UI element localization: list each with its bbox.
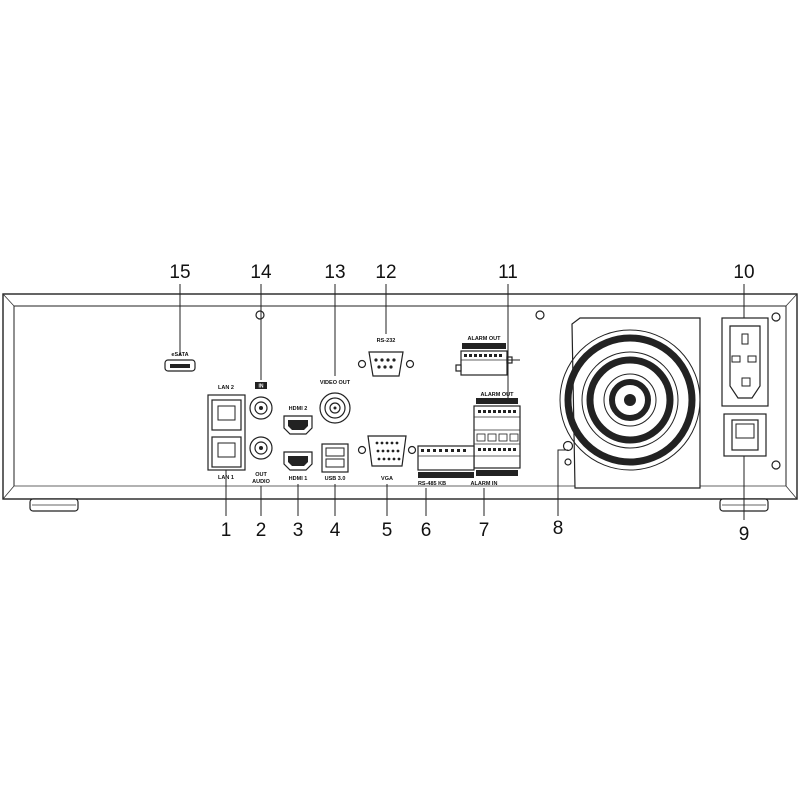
callout-3: 3 [293,520,304,541]
hdmi1-label: HDMI 1 [289,476,308,482]
callout-8: 8 [553,518,564,539]
power-switch [723,413,767,457]
audio-ports: IN OUT AUDIO [249,382,273,485]
ground-screw [562,440,574,466]
callout-4: 4 [330,520,341,541]
alarm-out-terminal-top: ALARM OUT [455,336,513,376]
callout-6: 6 [421,520,432,541]
alarm-out-mid-label: ALARM OUT [481,392,515,398]
leader-lines [179,284,745,520]
rs485-terminal: RS-485 KB [417,445,475,487]
alarm-in-label: ALARM IN [471,481,498,487]
screws [255,310,781,470]
lan2-label: LAN 2 [218,385,234,391]
lan-ports: LAN 2 LAN 1 [207,385,246,481]
power-inlet [721,317,769,407]
alarm-io-terminal-block: ALARM OUT ALARM IN [471,392,521,487]
hdmi-ports: HDMI 2 HDMI 1 [283,406,313,482]
vga-label: VGA [381,476,393,482]
usb-label: USB 3.0 [325,476,346,482]
video-out-label: VIDEO OUT [320,380,351,386]
callout-13: 13 [324,262,345,283]
audio-label: AUDIO [252,479,270,485]
callout-11: 11 [498,262,518,283]
alarm-out-top-label: ALARM OUT [468,336,502,342]
callout-14: 14 [250,262,272,283]
callout-2: 2 [256,520,267,541]
vga-port: VGA [357,435,417,482]
rubber-feet [29,498,769,512]
usb-port: USB 3.0 [321,443,349,482]
callout-7: 7 [479,520,490,541]
video-out-bnc: VIDEO OUT [319,380,351,424]
rs232-label: RS-232 [377,338,396,344]
callout-12: 12 [375,262,396,283]
callout-numbers: 15 14 13 12 11 10 1 2 3 4 5 6 7 8 9 [169,262,754,545]
callout-5: 5 [382,520,393,541]
rs232-port: RS-232 [357,338,415,377]
hdmi2-label: HDMI 2 [289,406,308,412]
callout-10: 10 [733,262,754,283]
callout-9: 9 [739,524,750,545]
callout-1: 1 [221,520,232,541]
callout-15: 15 [169,262,190,283]
rs485-label: RS-485 KB [418,481,446,487]
fan-grille [559,317,701,489]
audio-out-label: OUT [255,472,267,478]
audio-in-label: IN [259,384,264,390]
